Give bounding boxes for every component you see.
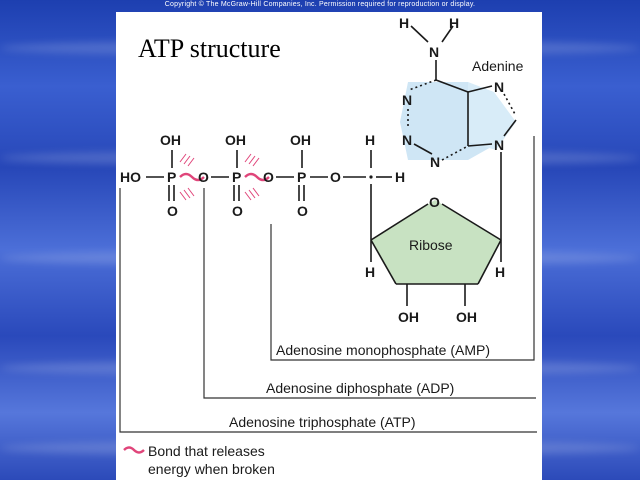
adp-label: Adenosine diphosphate (ADP) bbox=[266, 380, 454, 396]
atom-n-1: N bbox=[402, 92, 412, 108]
bond bbox=[435, 79, 469, 93]
atom-h-c5-top: H bbox=[365, 132, 375, 148]
atom-o-pa: O bbox=[297, 203, 308, 219]
atom-oh-pa: OH bbox=[290, 132, 311, 148]
atom-o-ester: O bbox=[330, 169, 341, 185]
adenine-ring-five bbox=[468, 82, 516, 150]
atom-oh-pg: OH bbox=[160, 132, 181, 148]
bond bbox=[370, 239, 397, 285]
atom-n-7: N bbox=[494, 79, 504, 95]
bond bbox=[467, 85, 493, 93]
slide-title: ATP structure bbox=[138, 34, 281, 63]
legend-text-line1: Bond that releases bbox=[148, 443, 265, 459]
atom-ho: HO bbox=[120, 169, 141, 185]
atom-o-bridge-2: O bbox=[263, 169, 274, 185]
bond bbox=[410, 25, 429, 43]
atom-o-bridge-1: O bbox=[198, 169, 209, 185]
high-energy-bond-2 bbox=[244, 172, 270, 182]
atom-p-gamma: P bbox=[167, 169, 176, 185]
atp-structure-diagram: H H N Adenine N N N N N O Ribose bbox=[119, 15, 537, 477]
bond bbox=[477, 239, 502, 285]
atom-n-9: N bbox=[494, 137, 504, 153]
bond bbox=[413, 143, 433, 155]
bond bbox=[441, 25, 454, 43]
atom-p-beta: P bbox=[232, 169, 241, 185]
atom-oh-pb: OH bbox=[225, 132, 246, 148]
atom-h-amino-2: H bbox=[449, 15, 459, 31]
bond bbox=[503, 119, 517, 137]
bond bbox=[370, 203, 429, 241]
atom-n-amino: N bbox=[429, 44, 439, 60]
copyright-notice: Copyright © The McGraw-Hill Companies, I… bbox=[164, 1, 476, 8]
ribose-label: Ribose bbox=[409, 237, 453, 253]
atom-oh-c3: OH bbox=[398, 309, 419, 325]
energy-burst-icon bbox=[244, 153, 260, 167]
c5-dot bbox=[369, 175, 373, 179]
atom-o-pb: O bbox=[232, 203, 243, 219]
slide-panel: ATP structure H H N Adenine N N N N N bbox=[116, 12, 542, 480]
atom-n-3: N bbox=[402, 132, 412, 148]
amp-bracket bbox=[270, 136, 535, 361]
amp-label: Adenosine monophosphate (AMP) bbox=[276, 342, 490, 358]
atom-o-ribose: O bbox=[429, 194, 440, 210]
legend-text-line2: energy when broken bbox=[148, 461, 275, 477]
high-energy-bond-1 bbox=[179, 172, 205, 182]
atom-o-pg: O bbox=[167, 203, 178, 219]
energy-burst-icon bbox=[179, 187, 195, 201]
atom-h-c5-right: H bbox=[395, 169, 405, 185]
atom-n-c: N bbox=[430, 154, 440, 170]
atp-bracket bbox=[119, 188, 537, 433]
atp-label: Adenosine triphosphate (ATP) bbox=[229, 414, 416, 430]
bond bbox=[467, 143, 493, 147]
bond bbox=[441, 203, 502, 241]
energy-burst-icon bbox=[179, 153, 195, 167]
legend-bond-symbol bbox=[123, 446, 145, 454]
adp-bracket bbox=[203, 188, 536, 399]
adenine-label: Adenine bbox=[472, 58, 524, 74]
atom-h-amino-1: H bbox=[399, 15, 409, 31]
bond bbox=[503, 93, 517, 117]
atom-p-alpha: P bbox=[297, 169, 306, 185]
atom-oh-c2: OH bbox=[456, 309, 477, 325]
energy-burst-icon bbox=[244, 187, 260, 201]
atom-h-c4: H bbox=[365, 264, 375, 280]
atom-h-c1: H bbox=[495, 264, 505, 280]
